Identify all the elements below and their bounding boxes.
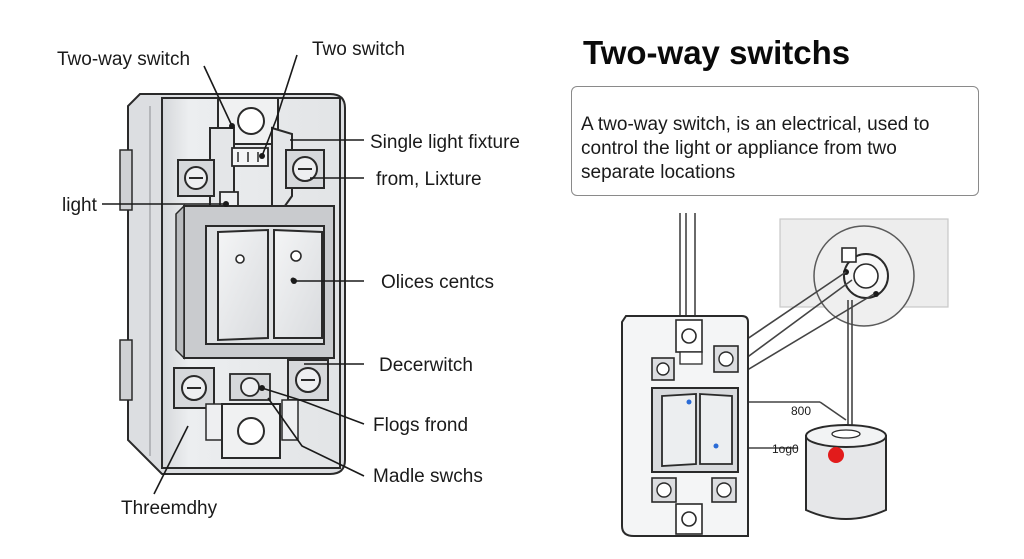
bottom-mounting-tab: [221, 403, 281, 459]
light-fixture: [813, 225, 915, 327]
label-value-top: 800: [791, 404, 812, 418]
label-threemdhy: Threemdhy: [121, 498, 218, 519]
description-box: A two-way switch, is an electrical, used…: [571, 86, 979, 196]
page-title: Two-way switchs: [583, 34, 851, 71]
label-two-switch: Two switch: [312, 39, 405, 60]
rocker-button-left: [217, 228, 269, 342]
label-flogs-frond: Flogs frond: [373, 415, 469, 436]
red-indicator-dot: [828, 447, 844, 463]
cylinder-appliance: [805, 424, 887, 520]
label-two-way-switch: Two-way switch: [57, 49, 191, 70]
description-text: A two-way switch, is an electrical, used…: [581, 114, 930, 183]
left-leader-lines: [102, 54, 365, 495]
label-olices-centcs: Olices centcs: [381, 272, 494, 293]
small-switch: [621, 315, 749, 537]
label-madle-swchs: Madle swchs: [373, 466, 483, 487]
label-decerwitch: Decerwitch: [379, 355, 473, 376]
label-from-lixture: from, Lixture: [376, 169, 482, 190]
label-value-bottom: 1og0: [772, 442, 799, 456]
label-light: light: [62, 195, 97, 216]
bottom-terminals: [173, 359, 329, 441]
leader-dots: [223, 123, 297, 391]
label-single-light-fixture: Single light fixture: [370, 132, 520, 153]
